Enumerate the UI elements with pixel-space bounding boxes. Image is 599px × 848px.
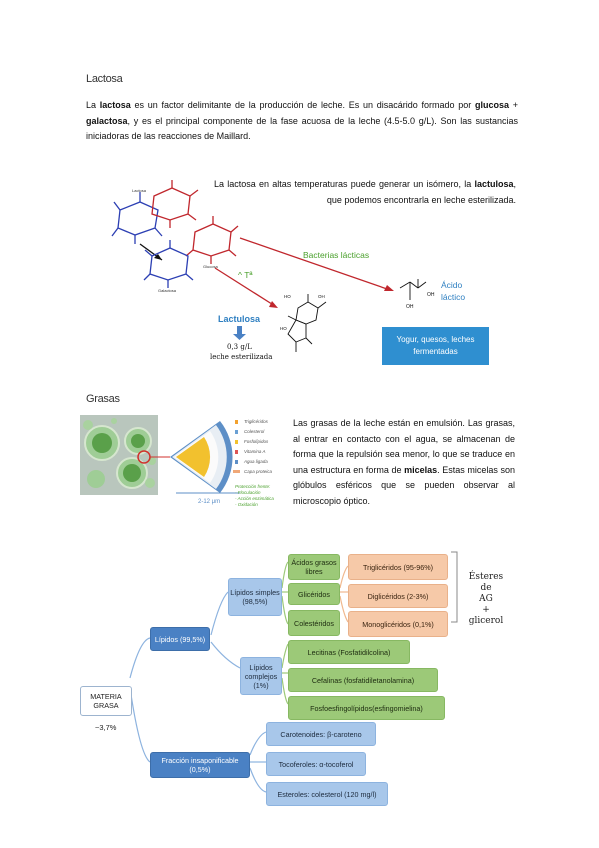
text: , y es el principal componente de la fas… bbox=[86, 115, 518, 142]
colesteridos-node: Colestéridos bbox=[288, 610, 340, 636]
oh-label: OH bbox=[427, 292, 435, 298]
legend-item: Triglicéridos bbox=[244, 419, 268, 424]
monogliceridos-node: Monoglicéridos (0,1%) bbox=[348, 611, 448, 637]
text: Las grasas de la leche están en emulsión… bbox=[293, 418, 515, 475]
bold-term: galactosa bbox=[86, 115, 128, 126]
fat-globule-legend: Triglicéridos Colesterol Fosfolípidos Vi… bbox=[244, 417, 290, 477]
legend-item: Colesterol bbox=[244, 429, 265, 434]
materia-grasa-value: ~3,7% bbox=[95, 723, 117, 732]
acido-label-2: láctico bbox=[441, 292, 465, 302]
lipidos-complejos-node: Lípidos complejos (1%) bbox=[240, 657, 282, 695]
acidos-grasos-node: Ácidos grasos libres bbox=[288, 554, 340, 580]
text: . Estas micelas son glóbulos esféricos q… bbox=[293, 464, 515, 506]
tocoferoles-node: Tocoferoles: α-tocoferol bbox=[266, 752, 366, 776]
arrow-icon bbox=[214, 267, 276, 307]
glucose-molecule-icon bbox=[111, 192, 163, 244]
bold-term: glucosa bbox=[474, 100, 509, 110]
insaponificable-node: Fracción insaponificable (0,5%) bbox=[150, 752, 250, 778]
esteres-line: glicerol bbox=[468, 616, 504, 626]
text: , que podemos encontrarla en leche ester… bbox=[326, 179, 516, 205]
bold-term: lactulosa bbox=[474, 179, 514, 189]
yogur-box: Yogur, quesos, leches fermentadas bbox=[382, 327, 489, 365]
galactosa-small-label: Galactosa bbox=[158, 288, 177, 293]
text: es un factor delimitante de la producció… bbox=[130, 100, 475, 110]
lactosa-small-label: Lactosa bbox=[132, 188, 147, 193]
lactulosa-label: Lactulosa bbox=[218, 314, 261, 324]
esteres-line: AG bbox=[479, 594, 493, 604]
text: + bbox=[509, 100, 518, 110]
arrow-icon bbox=[239, 237, 391, 291]
acido-label-1: Ácido bbox=[441, 280, 463, 290]
esteres-line: + bbox=[482, 605, 490, 615]
ho-label: HO bbox=[280, 326, 287, 331]
text: La lactosa en altas temperaturas puede g… bbox=[214, 179, 475, 189]
text: La bbox=[86, 100, 100, 110]
temperature-label: ^ Tª bbox=[238, 270, 253, 280]
protection-item: - Floculación bbox=[235, 490, 261, 495]
esteres-line: Ésteres de bbox=[468, 572, 504, 593]
bold-term: micelas bbox=[404, 464, 438, 475]
gliceridos-node: Glicéridos bbox=[288, 583, 340, 605]
section-heading-lactosa: Lactosa bbox=[86, 73, 123, 85]
trigliceridos-node: Triglicéridos (95-96%) bbox=[348, 554, 448, 580]
legend-item: Vitamina A bbox=[244, 449, 266, 454]
legend-icons bbox=[233, 420, 240, 473]
legend-item: Fosfolípidos bbox=[244, 439, 269, 444]
lactulosa-amount: 0,3 g/L bbox=[227, 343, 252, 351]
oh-label: OH bbox=[406, 304, 414, 310]
esteres-label: Ésteres de AG + glicerol bbox=[462, 572, 510, 627]
lactulose-molecule-icon bbox=[287, 294, 327, 352]
lecitinas-node: Lecitinas (Fosfatidilcolina) bbox=[288, 640, 410, 664]
lipidos-node: Lípidos (99,5%) bbox=[150, 627, 210, 651]
cefalinas-node: Cefalinas (fosfatidiletanolamina) bbox=[288, 668, 438, 692]
fosfoesfingolipidos-node: Fosfoesfingolípidos(esfingomielina) bbox=[288, 696, 445, 720]
galactose-molecule-icon bbox=[151, 180, 199, 228]
bacterias-label: Bacterias lácticas bbox=[303, 250, 369, 260]
legend-item: Capa proteica bbox=[244, 469, 273, 474]
digliceridos-node: Diglicéridos (2-3%) bbox=[348, 584, 448, 608]
materia-grasa-node: MATERIA GRASA bbox=[80, 686, 132, 716]
fat-globule-figure: 2-12 μm bbox=[80, 415, 240, 505]
lipidos-simples-node: Lípidos simples (98,5%) bbox=[228, 578, 282, 616]
protection-title: Protección frente: bbox=[235, 484, 271, 489]
legend-item: Agua ligada bbox=[244, 459, 268, 464]
galactose-molecule-icon bbox=[143, 240, 194, 288]
carotenoides-node: Carotenoides: β-caroteno bbox=[266, 722, 376, 746]
ho-label: HO bbox=[284, 294, 291, 299]
lactulosa-paragraph: La lactosa en altas temperaturas puede g… bbox=[214, 177, 516, 208]
glucose-molecule-icon bbox=[185, 216, 239, 264]
bold-term: lactosa bbox=[99, 100, 131, 110]
lactose-reaction-diagram: Lactosa Glucosa Galactosa Bacterias láct… bbox=[111, 180, 465, 361]
protection-item: - Oxidación bbox=[235, 502, 258, 507]
esteroles-node: Esteroles: colesterol (120 mg/l) bbox=[266, 782, 388, 806]
protection-list: Protección frente: - Floculación - Acció… bbox=[235, 484, 295, 508]
scale-label: 2-12 μm bbox=[198, 499, 220, 505]
lactic-acid-molecule-icon bbox=[399, 279, 427, 300]
protection-item: - Acción enzimática bbox=[235, 496, 274, 501]
down-arrow-icon bbox=[237, 326, 242, 334]
oh-label: OH bbox=[318, 294, 325, 299]
section-heading-grasas: Grasas bbox=[86, 393, 120, 405]
micelle-structure-diagram bbox=[170, 421, 233, 493]
glucosa-small-label: Glucosa bbox=[203, 264, 218, 269]
grasas-paragraph: Las grasas de la leche están en emulsión… bbox=[293, 416, 515, 509]
lactosa-paragraph: La lactosa es un factor delimitante de l… bbox=[86, 98, 518, 145]
lactulosa-amount-sub: leche esterilizada bbox=[210, 353, 272, 361]
